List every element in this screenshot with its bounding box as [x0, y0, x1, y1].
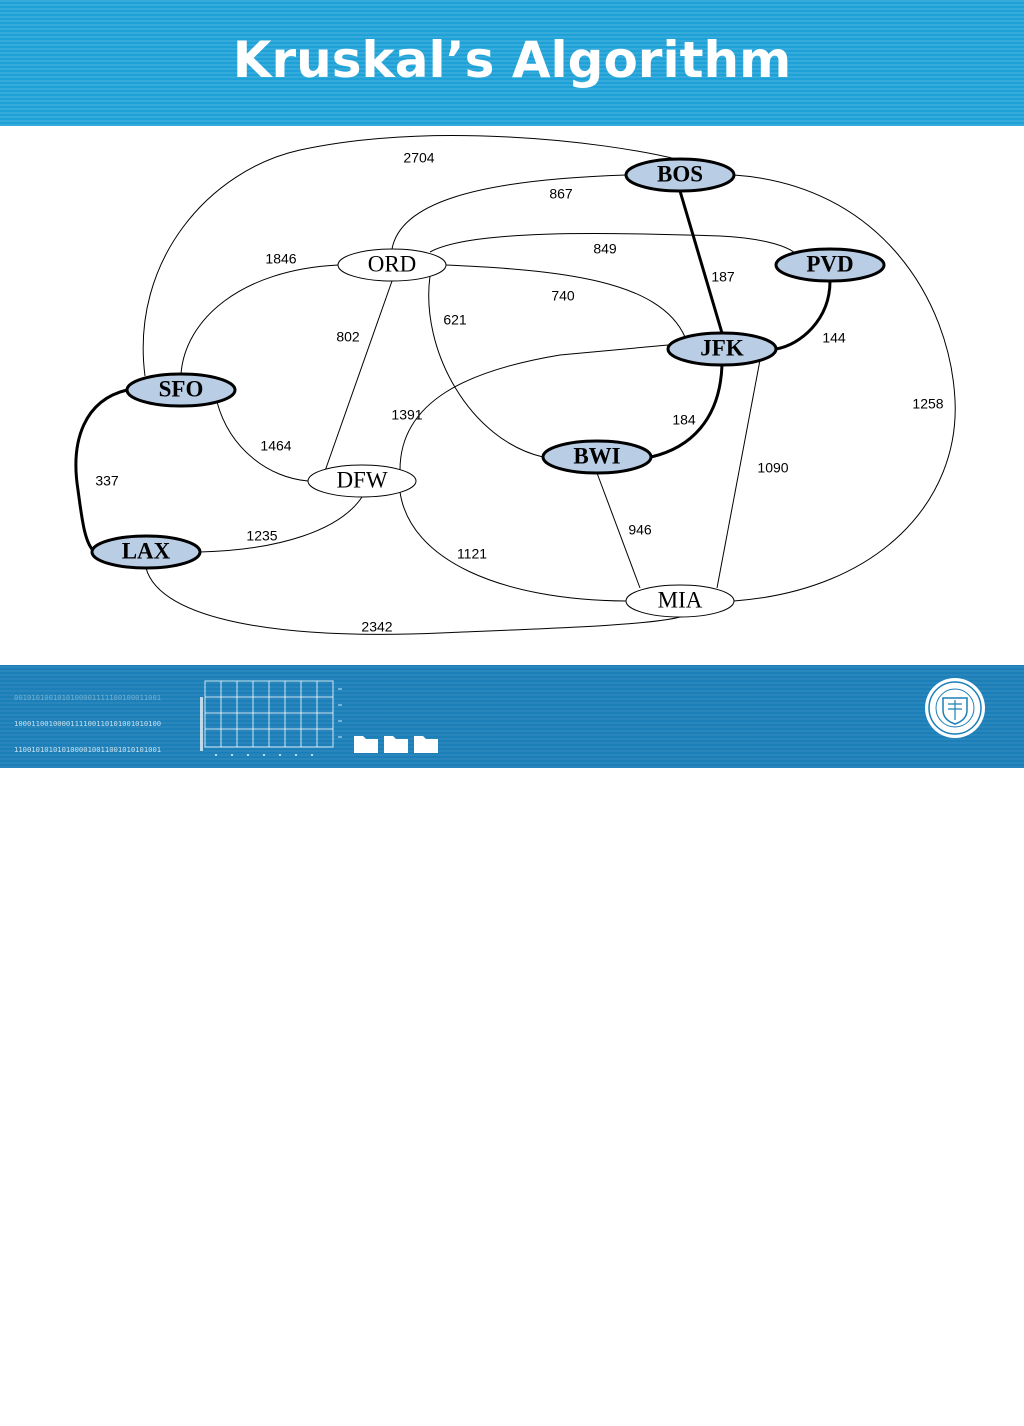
node-bwi: BWI	[541, 439, 653, 475]
edge-weight-bos-jfk: 187	[711, 269, 735, 285]
node-shape	[337, 248, 447, 282]
edge-jfk-mia	[716, 359, 761, 589]
node-label: SFO	[159, 376, 204, 401]
edge-bos-jfk	[678, 190, 724, 334]
node-shape	[625, 584, 735, 618]
edge-sfo-dfw	[216, 401, 309, 482]
node-label: LAX	[122, 538, 171, 563]
folder-icons	[354, 736, 438, 753]
node-jfk: JFK	[666, 331, 778, 367]
node-mia: MIA	[625, 584, 735, 618]
edge-weight-sfo-ord: 1846	[265, 251, 296, 267]
node-label: PVD	[806, 251, 853, 276]
node-dfw: DFW	[307, 464, 417, 498]
edge-weight-ord-pvd: 849	[593, 241, 617, 257]
binary-line: 1100101010101000010011001010101001	[14, 745, 162, 754]
node-shape	[125, 372, 237, 408]
node-pvd: PVD	[774, 247, 886, 283]
node-label: DFW	[336, 467, 387, 492]
edge-lax-dfw	[199, 496, 363, 553]
edge-lax-mia	[145, 567, 681, 635]
edge-weight-sfo-lax: 337	[95, 473, 119, 489]
edge-ord-dfw	[324, 280, 393, 472]
edge-jfk-bwi	[650, 364, 724, 459]
edge-bos-mia	[733, 174, 956, 602]
node-label: ORD	[368, 251, 417, 276]
node-sfo: SFO	[125, 372, 237, 408]
edge-weight-pvd-jfk: 144	[822, 330, 846, 346]
node-label: BWI	[573, 443, 620, 468]
node-shape	[624, 157, 736, 193]
edge-dfw-mia	[399, 491, 627, 602]
edge-weight-jfk-bwi: 184	[672, 412, 696, 428]
brand-name: DISCS	[927, 1407, 989, 1425]
node-shape	[90, 534, 202, 570]
node-ord: ORD	[337, 248, 447, 282]
node-shape	[307, 464, 417, 498]
edge-weight-sfo-dfw: 1464	[260, 438, 291, 454]
edge-weight-lax-dfw: 1235	[246, 528, 277, 544]
edge-weight-ord-bwi: 621	[443, 312, 467, 328]
node-shape	[666, 331, 778, 367]
edge-pvd-jfk	[775, 280, 832, 351]
node-label: JFK	[700, 335, 744, 360]
binary-decoration: 0010101001010100001111100100011001 10001…	[14, 677, 189, 757]
edge-sfo-ord	[180, 264, 339, 375]
edge-weight-jfk-mia: 1090	[757, 460, 788, 476]
graph-diagram: 2704 867 849 1846 187 740 621 802 144 1391 1258 146…	[74, 135, 956, 635]
edge-weight-dfw-mia: 1121	[457, 546, 487, 562]
slide-header: Kruskal’s Algorithm	[0, 0, 1024, 126]
node-shape	[774, 247, 886, 283]
edge-bwi-mia	[596, 472, 641, 589]
slide-footer: 0010101001010100001111100100011001 10001…	[0, 665, 1024, 1425]
edge-weight-bos-mia: 1258	[912, 396, 943, 412]
university-seal-icon	[925, 678, 985, 738]
edge-ord-bwi	[428, 275, 544, 458]
edge-weight-dfw-jfk: 1391	[391, 407, 422, 423]
edge-dfw-jfk	[399, 344, 669, 471]
node-label: BOS	[657, 161, 703, 186]
node-shape	[541, 439, 653, 475]
binary-line: 0010101001010100001111100100011001	[14, 694, 162, 703]
grid-chart-icon	[200, 680, 342, 756]
edge-weight-ord-dfw: 802	[336, 329, 360, 345]
edge-weight-ord-jfk: 740	[551, 288, 575, 304]
edge-ord-pvd	[429, 232, 796, 254]
node-bos: BOS	[624, 157, 736, 193]
edge-weight-bwi-mia: 946	[628, 522, 652, 538]
binary-line: 1000110010000111100110101001010100	[14, 719, 162, 728]
edge-weight-sfo-bos: 2704	[403, 150, 434, 166]
slide-title: Kruskal’s Algorithm	[232, 31, 792, 89]
edge-ord-bos	[391, 174, 627, 250]
edge-weight-ord-bos: 867	[549, 186, 573, 202]
node-label: MIA	[658, 587, 703, 612]
edge-ord-jfk	[445, 264, 686, 338]
edge-sfo-lax	[74, 388, 128, 554]
edge-sfo-bos	[142, 135, 681, 377]
edge-weight-lax-mia: 2342	[361, 619, 392, 635]
node-lax: LAX	[90, 534, 202, 570]
